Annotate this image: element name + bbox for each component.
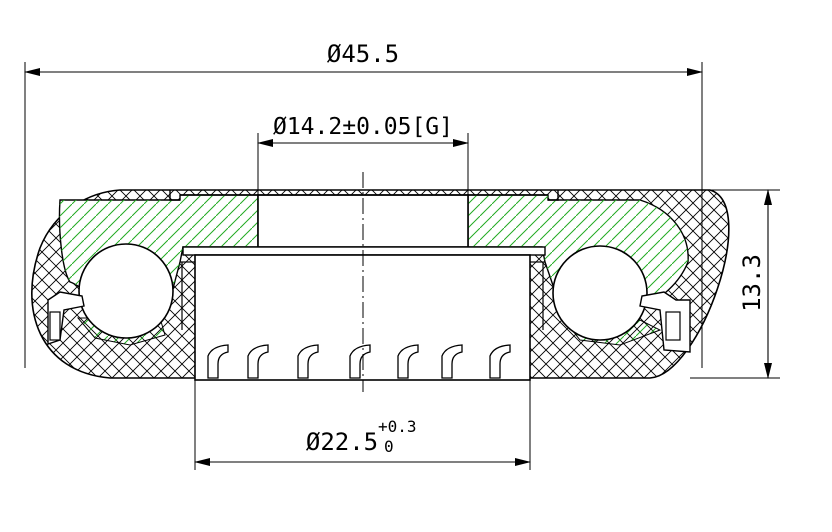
dim-height: 13.3 (690, 189, 780, 379)
ball-right (552, 245, 648, 341)
bottom-tolerance-upper: +0.3 (378, 417, 417, 436)
dim-inner-bore: Ø14.2±0.05[G] (257, 114, 469, 195)
bottom-diameter-label: Ø22.5 (306, 428, 378, 456)
outer-diameter-label: Ø45.5 (327, 40, 399, 68)
height-label: 13.3 (738, 254, 766, 312)
rib-3 (297, 344, 319, 379)
seal-left (47, 291, 85, 345)
rib-7 (489, 344, 511, 379)
rib-6 (441, 344, 463, 379)
bottom-ribs (207, 344, 511, 379)
dim-outer-diameter: Ø45.5 (24, 40, 703, 368)
inner-bore-label: Ø14.2±0.05[G] (273, 114, 453, 140)
rib-2 (247, 344, 269, 379)
top-notches (169, 190, 559, 201)
dim-bottom-diameter: Ø22.5 +0.3 0 (194, 380, 531, 470)
ball-left (78, 243, 174, 339)
rib-4 (349, 344, 371, 379)
bottom-tolerance-lower: 0 (384, 437, 394, 456)
rib-5 (397, 344, 419, 379)
seal-right (639, 291, 691, 353)
rib-1 (207, 344, 229, 379)
